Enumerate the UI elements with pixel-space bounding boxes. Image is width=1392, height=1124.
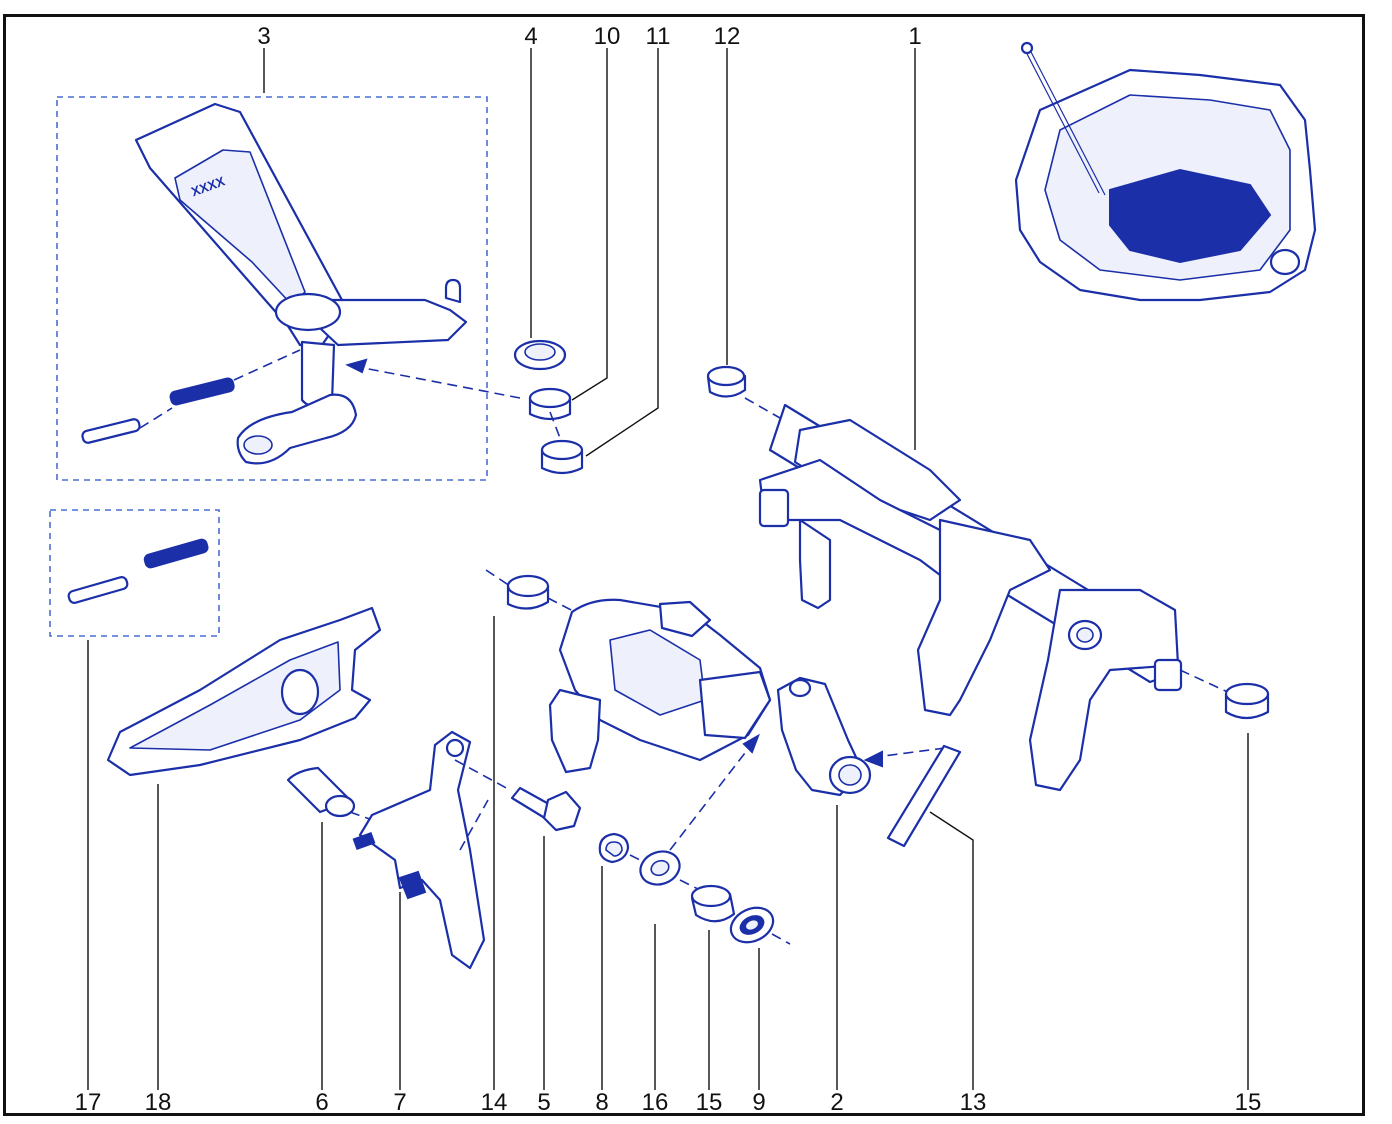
bush-15-right [1224, 682, 1270, 720]
callout-12: 12 [714, 23, 741, 50]
bush-11 [540, 439, 584, 475]
callout-13: 13 [960, 1089, 987, 1116]
bush-4 [513, 339, 567, 371]
control-shaft-housing [548, 598, 772, 774]
lever-assembly-box [56, 96, 488, 481]
callout-18: 18 [145, 1089, 172, 1116]
callout-2: 2 [830, 1089, 843, 1116]
callout-11: 11 [646, 23, 671, 50]
gearbox-overview-image [1014, 41, 1317, 302]
callout-5: 5 [537, 1089, 550, 1116]
callout-8: 8 [595, 1089, 608, 1116]
bush-15-center [690, 884, 736, 923]
selector-finger [776, 676, 872, 797]
callout-10: 10 [594, 23, 621, 50]
callout-14: 14 [481, 1089, 508, 1116]
assembly-arrow-lever [347, 364, 521, 399]
callout-17: 17 [75, 1089, 102, 1116]
callout-6: 6 [315, 1089, 328, 1116]
pin-set [67, 538, 209, 604]
diagram-frame [3, 14, 1365, 1116]
pin-set-box [49, 509, 220, 637]
callout-15-right: 15 [1235, 1089, 1262, 1116]
bush-12 [706, 365, 747, 398]
pin-13 [886, 744, 962, 848]
bolt-5 [510, 786, 582, 832]
bush-14 [506, 574, 550, 610]
oil-seal-9 [729, 906, 775, 944]
bush-10 [528, 387, 572, 421]
callout-1: 1 [908, 23, 921, 50]
selector-fork-assembly [758, 403, 1183, 792]
callout-16: 16 [642, 1089, 669, 1116]
bush-6 [286, 766, 356, 818]
clutch-release-fork [106, 606, 382, 777]
release-bracket [352, 730, 486, 970]
callout-7: 7 [393, 1089, 406, 1116]
circlip-8 [598, 832, 630, 864]
gear-lever: XXXX [134, 102, 468, 465]
callout-15-center: 15 [696, 1089, 723, 1116]
callout-3: 3 [257, 23, 270, 50]
washer-16 [639, 850, 681, 886]
callout-9: 9 [752, 1089, 765, 1116]
lever-pins [81, 349, 301, 444]
callout-numbers: 3 4 10 11 12 1 17 18 6 7 14 5 8 16 15 9 … [75, 23, 1262, 1116]
leader-lines [87, 48, 1249, 1090]
callout-4: 4 [524, 23, 537, 50]
